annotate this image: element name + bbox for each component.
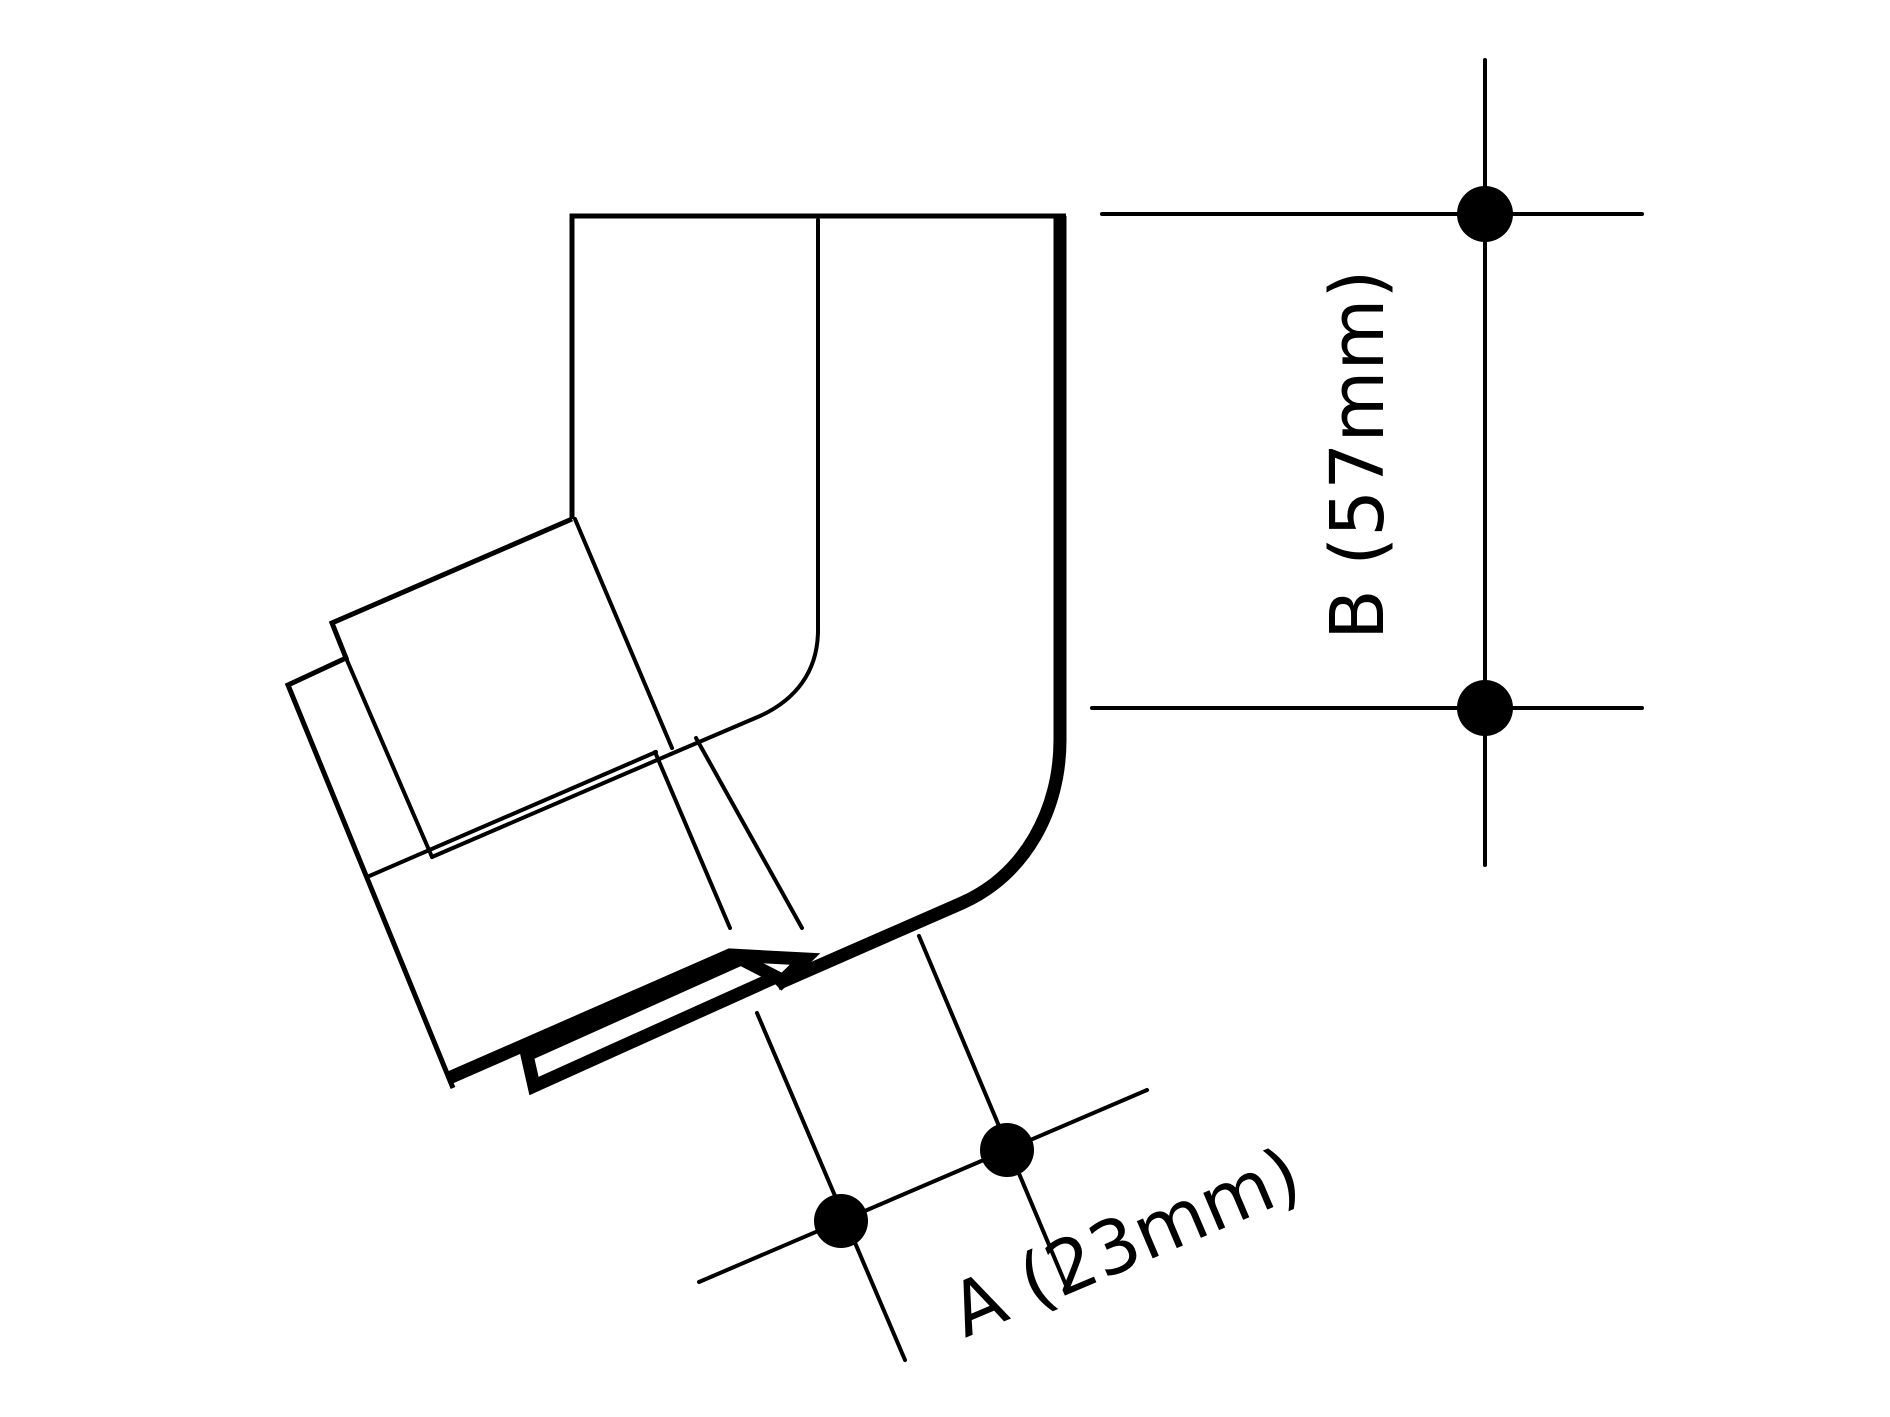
dimension-b-label: B (57mm): [1315, 270, 1401, 640]
dimension-a-extension-line-left: [755, 1011, 907, 1362]
dimension-a-point-right: [980, 1123, 1034, 1177]
dimension-a: A (23mm): [697, 934, 1313, 1362]
socket-joint-line-1: [573, 517, 674, 750]
socket-bottom-lip: [519, 951, 791, 1096]
socket-joint-line-3: [694, 736, 804, 930]
socket-step-edge-upper: [430, 752, 673, 859]
fitting-inner-bend-line: [669, 218, 820, 756]
fitting-outer-right-wall: [774, 216, 1067, 990]
socket-step-edge: [365, 750, 658, 879]
socket-collar-outer-edge: [284, 516, 573, 1089]
dimension-b: B (57mm): [1090, 58, 1644, 867]
dimension-b-point-top: [1457, 186, 1513, 242]
dimension-a-extension-line-right: [917, 934, 1070, 1292]
dimension-b-point-bottom: [1457, 680, 1513, 736]
elbow-fitting: [284, 213, 1067, 1096]
dimension-a-line: [697, 1088, 1149, 1284]
socket-collar-inner-edge: [344, 656, 434, 859]
fitting-outer-top-left-edge: [569, 213, 1066, 519]
socket-bottom-wall: [446, 948, 821, 1084]
socket-joint-line-2: [653, 750, 732, 930]
dimension-a-point-left: [814, 1194, 868, 1248]
